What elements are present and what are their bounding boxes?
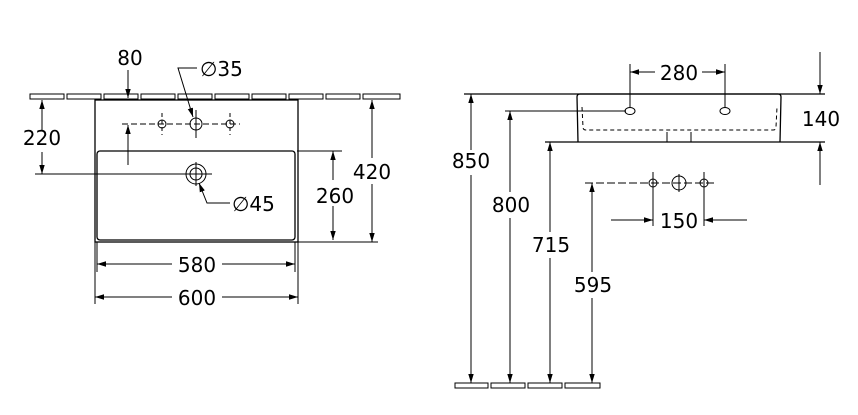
floor-strip	[454, 382, 601, 389]
mount-hole	[624, 107, 636, 115]
basin-outline	[94, 99, 299, 243]
drain	[35, 162, 212, 186]
mount-hole	[719, 107, 731, 115]
dim-tap-hole: ∅35	[200, 57, 243, 81]
bowl-outline	[96, 150, 296, 241]
dim-tap-offset: 80	[117, 46, 142, 70]
front-view: 80 ∅35 220 ∅45 260 420 580 600	[23, 46, 401, 310]
side-view: 280 140 850 800 715 595	[452, 52, 840, 389]
dim-total-depth: 420	[353, 160, 391, 184]
dim-total-width: 600	[178, 286, 216, 310]
dim-top-height: 850	[452, 149, 490, 173]
dim-inner-width: 580	[178, 253, 216, 277]
dim-bowl-depth: 260	[316, 184, 354, 208]
wall-strip	[29, 93, 401, 100]
tap-holes	[122, 110, 240, 138]
bowl-hidden-line	[581, 106, 778, 131]
dim-drain-depth: 220	[23, 126, 61, 150]
dim-height: 140	[802, 107, 840, 131]
dim-drain: ∅45	[232, 192, 275, 216]
dim-supply-height: 595	[574, 273, 612, 297]
basin-profile	[576, 93, 782, 143]
dim-mount-holes: 280	[660, 61, 698, 85]
dim-mount-height: 800	[492, 193, 530, 217]
supply-connections	[585, 172, 715, 226]
dim-bottom-height: 715	[532, 233, 570, 257]
dim-supply-spacing: 150	[660, 209, 698, 233]
